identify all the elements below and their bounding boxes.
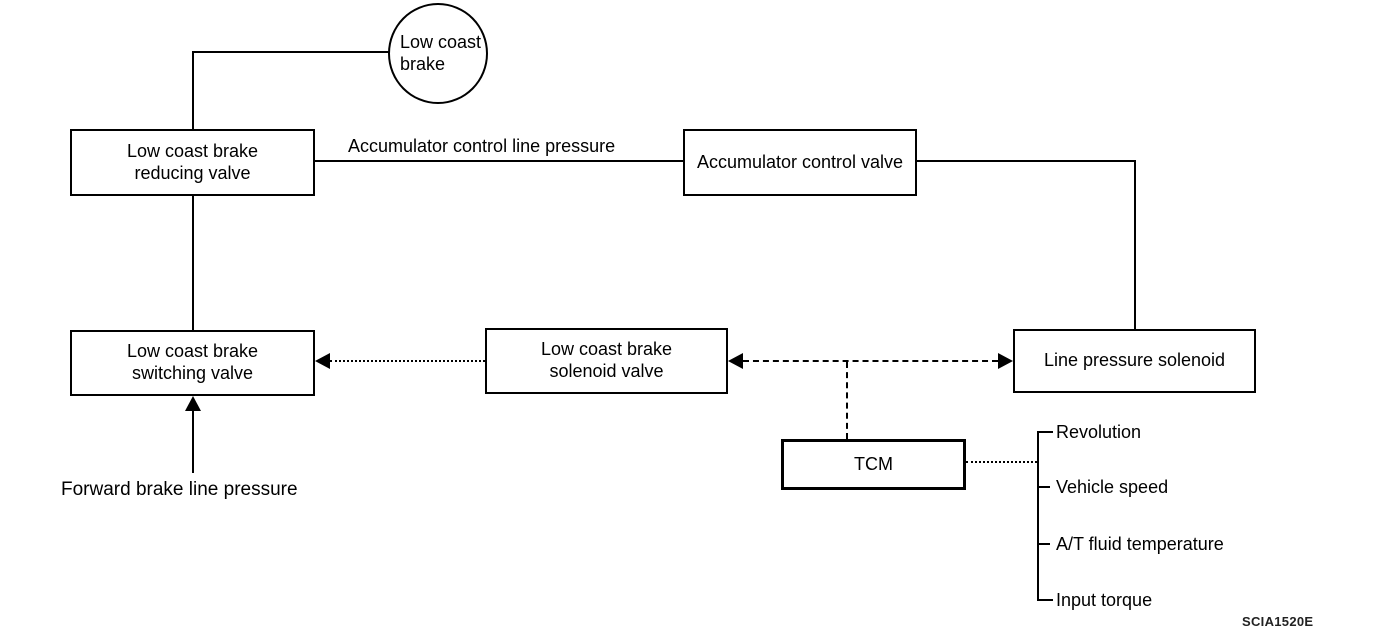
edge-reducing-to-switching-line [192,196,194,330]
edge-tcm-dashed-vertical [846,362,848,439]
node-tcm: TCM [781,439,966,490]
edge-tcm-to-inputs-dotted [966,461,1037,463]
tcm-input-tick [1039,543,1050,545]
tcm-input-label-vehicle-speed: Vehicle speed [1056,477,1169,497]
edge-circle-vertical-line [192,51,194,129]
arrowhead-left-into-solenoid-valve [728,353,743,369]
node-tcm-label: TCM [854,453,893,474]
edge-circle-horizontal-line [193,51,389,53]
edge-solenoid-to-line-pressure-dashed [743,360,998,362]
tcm-input-tick [1039,599,1053,601]
node-switching-valve-label: Low coast brake switching valve [126,341,259,383]
arrowhead-right-into-line-pressure-solenoid [998,353,1013,369]
label-accumulator-control-line-pressure: Accumulator control line pressure [348,136,616,156]
node-low-coast-brake: Low coast brake [388,3,488,104]
tcm-input-tick [1039,431,1053,433]
edge-reducing-to-accumulator-line [315,160,683,162]
node-reducing-valve-label: Low coast brake reducing valve [126,140,259,183]
edge-solenoid-to-switching-dotted [330,360,485,362]
edge-accumulator-right-line [917,160,1136,162]
node-line-pressure-solenoid: Line pressure solenoid [1013,329,1256,393]
edge-down-to-line-pressure-solenoid [1134,160,1136,329]
node-solenoid-valve-label: Low coast brake solenoid valve [540,339,673,381]
node-low-coast-brake-solenoid-valve: Low coast brake solenoid valve [485,328,728,394]
tcm-input-label-revolution: Revolution [1056,422,1142,442]
arrowhead-up-into-switching-valve [185,396,201,411]
tcm-input-label-at-fluid-temperature: A/T fluid temperature [1056,534,1224,554]
node-accumulator-valve-label: Accumulator control valve [696,151,904,172]
arrowhead-left-into-switching-valve [315,353,330,369]
tcm-input-label-input-torque: Input torque [1056,590,1153,610]
figure-code: SCIA1520E [1242,614,1314,629]
node-accumulator-control-valve: Accumulator control valve [683,129,917,196]
tcm-inputs-bracket-line [1037,431,1039,601]
node-low-coast-brake-reducing-valve: Low coast brake reducing valve [70,129,315,196]
edge-forward-brake-line [192,408,194,473]
node-line-pressure-solenoid-label: Line pressure solenoid [1043,350,1226,371]
node-low-coast-brake-label: Low coast brake [400,31,482,74]
label-forward-brake-line-pressure: Forward brake line pressure [61,479,298,500]
tcm-input-tick [1039,486,1050,488]
node-low-coast-brake-switching-valve: Low coast brake switching valve [70,330,315,396]
